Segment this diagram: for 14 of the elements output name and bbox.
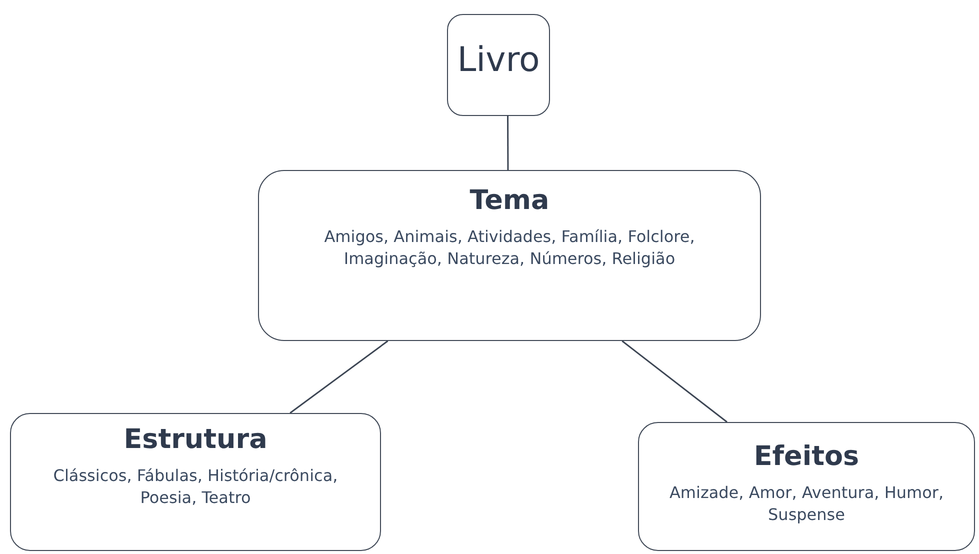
box-heading: Efeitos bbox=[754, 441, 860, 472]
connector-line bbox=[290, 340, 388, 414]
rounded-box bbox=[638, 422, 975, 551]
connector-line bbox=[622, 340, 728, 423]
rounded-box bbox=[447, 14, 550, 116]
connector-line bbox=[507, 116, 509, 170]
box-description: Amigos, Animais, Atividades, Família, Folclore, Imaginação, Natureza, Números, Religião bbox=[323, 226, 696, 270]
box-heading: Tema bbox=[470, 185, 550, 216]
rounded-box bbox=[258, 170, 761, 341]
box-heading: Livro bbox=[457, 40, 540, 80]
box-heading: Estrutura bbox=[124, 424, 268, 455]
box-description: Clássicos, Fábulas, História/crônica, Poesia, Teatro bbox=[52, 465, 339, 510]
box-description: Amizade, Amor, Aventura, Humor, Suspense bbox=[668, 482, 945, 526]
rounded-box bbox=[10, 413, 381, 551]
